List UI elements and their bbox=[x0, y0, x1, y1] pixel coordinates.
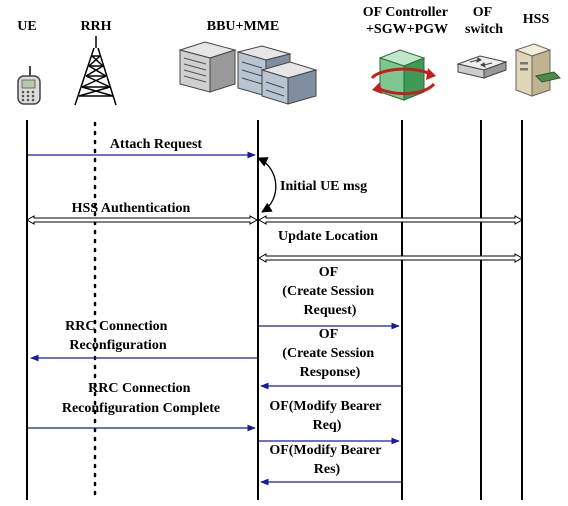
message-modify-bearer-req: OF(Modify Bearer Req) bbox=[259, 399, 400, 445]
switch-icon bbox=[456, 55, 508, 79]
server-rack-icon bbox=[178, 41, 318, 105]
svg-text:OF(Modify Bearer Req): OF(Modify Bearer Req) bbox=[269, 399, 384, 433]
entity-label-rrh: RRH bbox=[80, 19, 111, 34]
svg-text:RRC Connection Reconfigu: RRC Connection Reconfiguration bbox=[65, 319, 171, 353]
phone-icon bbox=[17, 66, 41, 105]
entity-label-of-switch: OF switch bbox=[465, 5, 503, 37]
message-update-location: Update Location bbox=[257, 229, 524, 263]
svg-text:OF(Modify Bearer Res): OF(Modify Bearer Res) bbox=[269, 443, 384, 477]
message-modify-bearer-res: OF(Modify Bearer Res) bbox=[260, 443, 401, 486]
message-rrc-connection-reconfiguration: RRC Connection Reconfiguration bbox=[30, 319, 257, 362]
controller-icon bbox=[370, 49, 436, 101]
entity-label-ue: UE bbox=[17, 19, 36, 34]
message-create-session-response: OF (Create Session Response) bbox=[260, 327, 401, 390]
message-initial-ue-msg: Initial UE msg bbox=[257, 157, 367, 213]
entity-label-of-controller: OF Controller +SGW+PGW bbox=[363, 5, 451, 37]
antenna-tower-icon bbox=[74, 36, 117, 106]
hss-server-icon bbox=[514, 43, 561, 97]
svg-text:Initial UE msg: Initial UE msg bbox=[280, 179, 367, 194]
message-attach-request: Attach Request bbox=[28, 137, 256, 159]
entity-label-hss: HSS bbox=[523, 12, 550, 27]
message-create-session-request: OF (Create Session Request) bbox=[259, 265, 400, 330]
svg-text:HSS Authentication: HSS Authentication bbox=[72, 201, 191, 216]
entity-label-bbu-mme: BBU+MME bbox=[207, 19, 280, 34]
svg-text:RRC Connection Reconfigu: RRC Connection Reconfiguration Complete bbox=[62, 381, 220, 416]
svg-text:Attach Request: Attach Request bbox=[110, 137, 202, 152]
svg-text:OF (Create Session: OF (Create Session Response) bbox=[282, 327, 377, 380]
svg-text:OF (Create Session: OF (Create Session Request) bbox=[282, 265, 377, 318]
message-rrc-reconfiguration-complete: RRC Connection Reconfiguration Complete bbox=[28, 381, 256, 432]
svg-text:Update Location: Update Location bbox=[278, 229, 378, 244]
message-hss-authentication: HSS Authentication bbox=[25, 201, 524, 225]
